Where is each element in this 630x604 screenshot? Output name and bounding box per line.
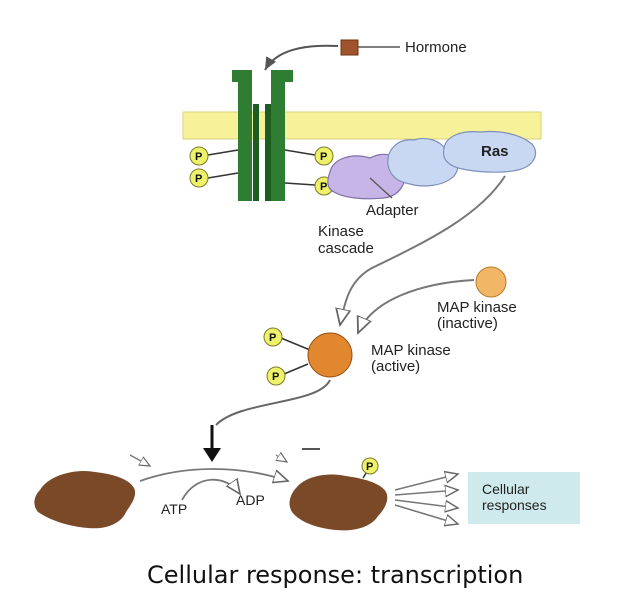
phosphate-label: P <box>320 151 327 163</box>
cellular-responses-line1: Cellular <box>482 481 530 497</box>
phosphate-label: P <box>272 371 279 383</box>
hormone-label: Hormone <box>405 39 467 56</box>
substrate-protein <box>34 470 136 529</box>
atp-adp-arc <box>181 480 240 501</box>
phosphorylated-protein <box>289 474 388 531</box>
cellular-responses-line2: responses <box>482 497 547 513</box>
kinase-label-line2: cascade <box>318 240 374 257</box>
receptor-phosphates: P P P P <box>189 146 334 196</box>
ras-label: Ras <box>481 143 509 160</box>
hormone-binding-arrow <box>264 44 339 71</box>
atp-label: ATP <box>161 501 187 517</box>
map-inactive-label-line1: MAP kinase <box>437 299 517 316</box>
ras-protein <box>442 130 537 173</box>
map-active-label-line1: MAP kinase <box>371 342 451 359</box>
map-active-label-line2: (active) <box>371 358 420 375</box>
map-kinase-inactive <box>475 266 507 298</box>
adapter-protein <box>327 153 406 200</box>
reaction-arc <box>139 468 288 481</box>
cascade-arrow <box>340 175 506 325</box>
adp-label: ADP <box>236 492 265 508</box>
hormone-square <box>340 39 359 56</box>
response-arrows <box>394 474 458 524</box>
phosphate <box>361 457 379 475</box>
receptor <box>232 70 293 201</box>
cellular-responses-box <box>468 472 580 524</box>
phosphate-label: P <box>320 181 327 193</box>
phosphate <box>266 366 286 386</box>
phosphate-label: P <box>366 461 373 473</box>
phosphate-label: P <box>195 173 202 185</box>
phosphate-label: P <box>269 332 276 344</box>
map-kinase-active <box>307 332 353 378</box>
phosphate-label: P <box>195 151 202 163</box>
map-to-substrate-arrow <box>215 379 331 426</box>
caption: Cellular response: transcription <box>147 561 523 589</box>
phosphate <box>263 327 283 347</box>
map-inactive-label-line2: (inactive) <box>437 315 498 332</box>
adapter-label: Adapter <box>366 202 419 219</box>
activation-arrow <box>358 279 475 333</box>
kinase-label-line1: Kinase <box>318 223 364 240</box>
black-arrowhead <box>203 448 221 462</box>
